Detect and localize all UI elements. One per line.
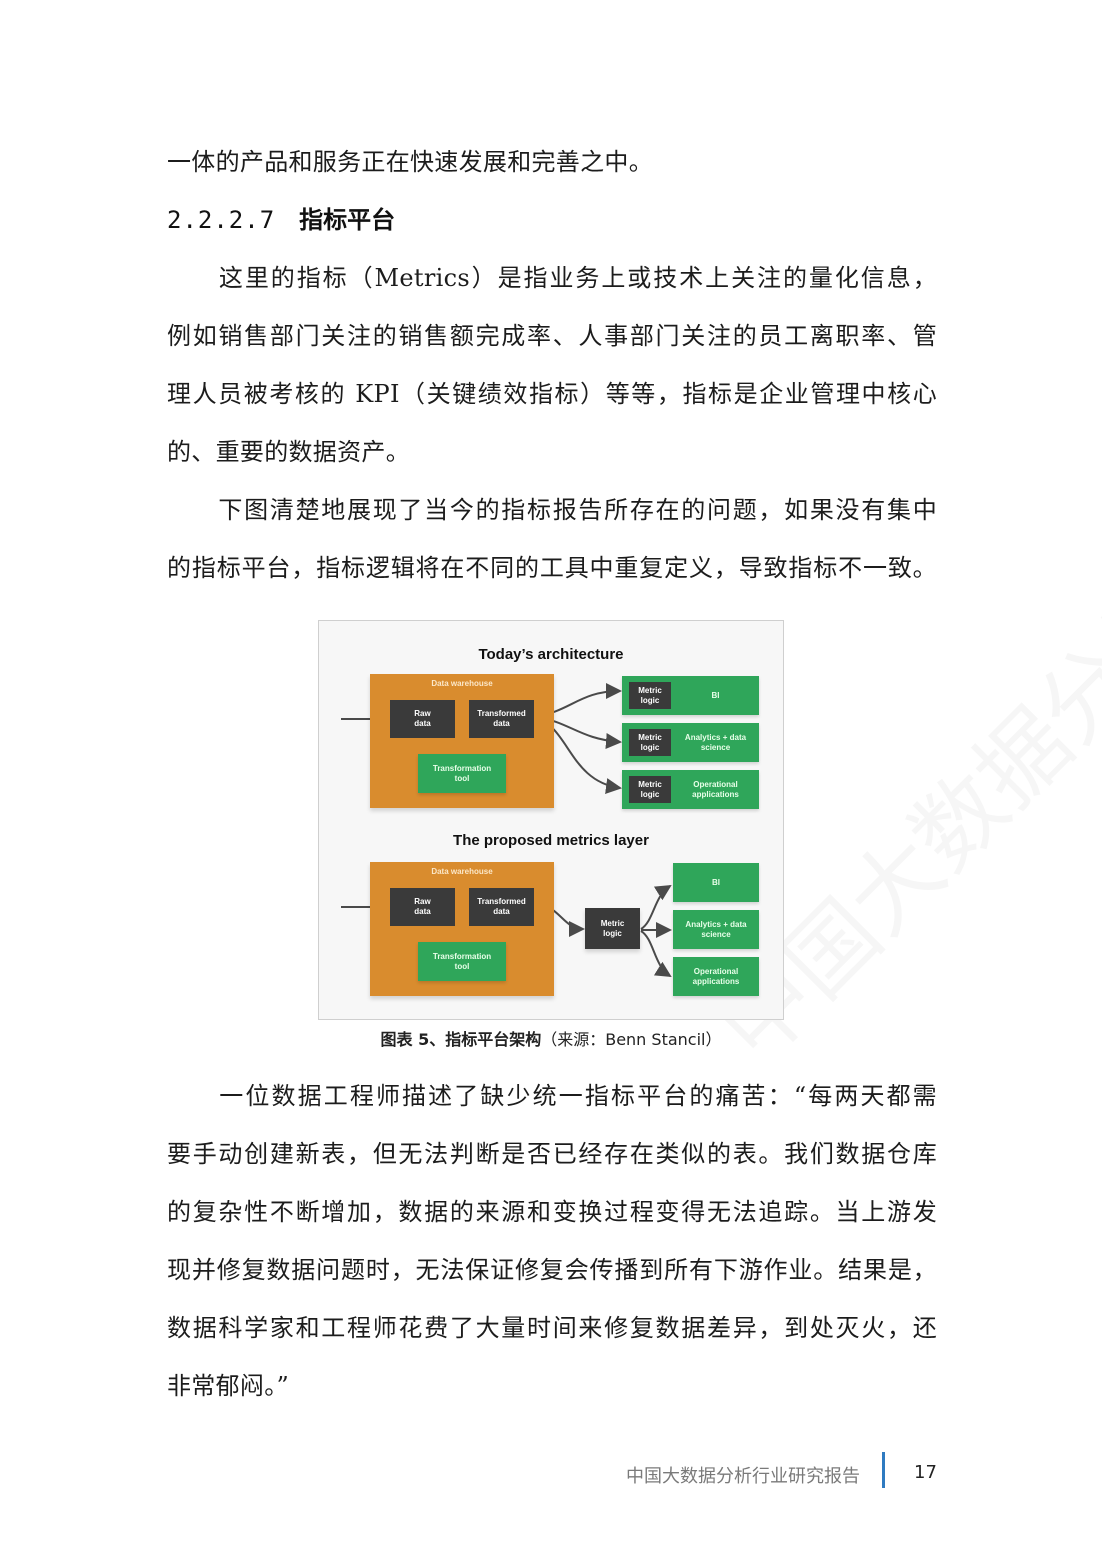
- paragraph-line: 现并修复数据问题时，无法保证修复会传播到所有下游作业。结果是，: [167, 1256, 937, 1284]
- section-title: 指标平台: [299, 206, 396, 234]
- section-number: 2.2.2.7: [167, 206, 276, 234]
- paragraph-line: 理人员被考核的 KPI（关键绩效指标）等等，指标是企业管理中核心: [167, 380, 937, 408]
- paragraph-line: 的、重要的数据资产。: [167, 438, 410, 466]
- continuation-line: 一体的产品和服务正在快速发展和完善之中。: [167, 148, 653, 176]
- section-heading: 2.2.2.7 指标平台: [167, 205, 395, 235]
- paragraph-line: 要手动创建新表，但无法判断是否已经存在类似的表。我们数据仓库: [167, 1140, 937, 1168]
- raw-data-label: data: [414, 719, 431, 728]
- paragraph-line: 例如销售部门关注的销售额完成率、人事部门关注的员工离职率、管: [167, 322, 937, 350]
- paragraph-line: 的指标平台，指标逻辑将在不同的工具中重复定义，导致指标不一致。: [167, 554, 937, 582]
- raw-data-label: Raw: [414, 709, 431, 718]
- data-warehouse-label: Data warehouse: [431, 679, 493, 688]
- destination-bi: BI: [673, 863, 759, 902]
- paragraph-line: 的复杂性不断增加，数据的来源和变换过程变得无法追踪。当上游发: [167, 1198, 937, 1226]
- transformed-data-label: Transformed: [477, 709, 526, 718]
- footer-divider: [882, 1452, 885, 1488]
- paragraph-line: 数据科学家和工程师花费了大量时间来修复数据差异，到处灭火，还: [167, 1314, 937, 1342]
- destination-label: BI: [711, 690, 720, 700]
- paragraph-line: 这里的指标（Metrics）是指业务上或技术上关注的量化信息，: [167, 264, 937, 292]
- proposed-metrics-layer-title: The proposed metrics layer: [453, 832, 649, 849]
- paragraph-line: 一位数据工程师描述了缺少统一指标平台的痛苦：“每两天都需: [167, 1082, 937, 1110]
- page-number: 17: [914, 1462, 937, 1483]
- caption-label: 图表 5、指标平台架构: [380, 1030, 542, 1049]
- transformation-tool-label: tool: [454, 773, 470, 783]
- caption-source: （来源：Benn Stancil）: [541, 1030, 722, 1049]
- paragraph-line: 非常郁闷。”: [167, 1372, 290, 1400]
- page-footer: 中国大数据分析行业研究报告 17: [0, 1452, 940, 1490]
- paragraph-line: 下图清楚地展现了当今的指标报告所存在的问题，如果没有集中: [167, 496, 937, 524]
- figure-caption: 图表 5、指标平台架构（来源：Benn Stancil）: [0, 1030, 1102, 1050]
- footer-report-title: 中国大数据分析行业研究报告: [626, 1466, 860, 1487]
- today-architecture-title: Today’s architecture: [478, 646, 624, 663]
- data-warehouse-label: Data warehouse: [431, 867, 493, 876]
- transformation-tool-label: Transformation: [432, 763, 492, 773]
- transformed-data-label: data: [493, 719, 510, 728]
